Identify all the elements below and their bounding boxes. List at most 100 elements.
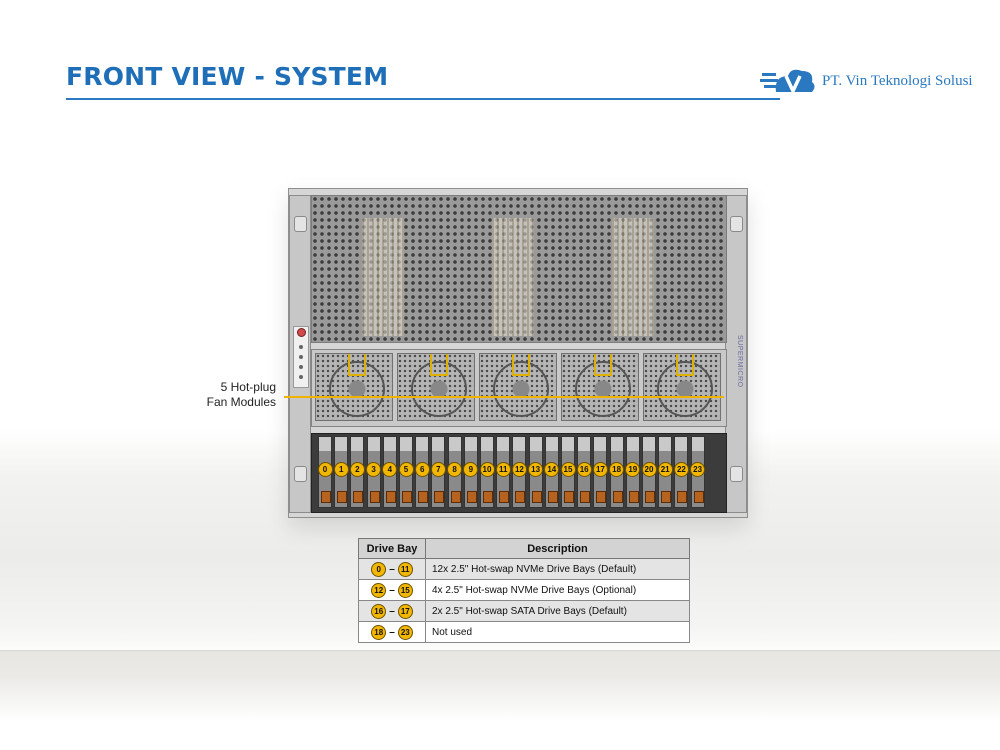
control-panel (293, 326, 309, 388)
fan-module-row (311, 349, 727, 427)
status-led (299, 365, 303, 369)
bay-description: 2x 2.5" Hot-swap SATA Drive Bays (Defaul… (425, 600, 690, 622)
left-rack-ear (289, 195, 311, 513)
brand-name: PT. Vin Teknologi Solusi (822, 73, 973, 89)
drive-release-tab[interactable] (353, 491, 364, 503)
fan-icon (575, 361, 631, 417)
drive-bay-number: 1 (333, 462, 349, 477)
drive-bay-number: 15 (560, 462, 576, 477)
fan-module[interactable] (479, 353, 557, 421)
bay-badge: 15 (397, 582, 413, 598)
drive-release-tab[interactable] (466, 491, 477, 503)
fan-handle[interactable] (676, 354, 694, 376)
drive-release-tab[interactable] (531, 491, 542, 503)
fan-icon (657, 361, 713, 417)
drive-bay-number: 3 (366, 462, 382, 477)
fan-module[interactable] (397, 353, 475, 421)
fan-handle[interactable] (348, 354, 366, 376)
status-led (299, 345, 303, 349)
drive-bay-number: 16 (576, 462, 592, 477)
drive-release-tab[interactable] (693, 491, 704, 503)
drive-bay-number: 14 (544, 462, 560, 477)
drive-release-tab[interactable] (450, 491, 461, 503)
drive-bay-number: 22 (673, 462, 689, 477)
drive-bay-number: 0 (317, 462, 333, 477)
drive-bay-number: 11 (495, 462, 511, 477)
drive-bay-number: 13 (528, 462, 544, 477)
bay-badge: 16 (371, 603, 387, 619)
stage-floor (0, 650, 1000, 721)
page-title: FRONT VIEW - SYSTEM (66, 62, 389, 91)
drive-release-tab[interactable] (369, 491, 380, 503)
fan-handle[interactable] (430, 354, 448, 376)
fan-handle[interactable] (594, 354, 612, 376)
right-rack-ear: SUPERMICRO (725, 195, 747, 513)
column-header-drive-bay: Drive Bay (358, 538, 426, 559)
bay-badge: 17 (397, 603, 413, 619)
power-button[interactable] (297, 328, 306, 337)
table-row: 18–23 Not used (358, 621, 690, 643)
thumbscrew-icon (294, 216, 307, 232)
drive-release-tab[interactable] (483, 491, 493, 503)
bay-description: 12x 2.5" Hot-swap NVMe Drive Bays (Defau… (425, 558, 690, 580)
drive-bay-number: 17 (592, 462, 608, 477)
fan-callout-line-1: 5 Hot-plug (220, 380, 276, 394)
fan-callout-label: 5 Hot-plug Fan Modules (192, 380, 276, 410)
bay-badge: 18 (371, 624, 387, 640)
gpu-riser (492, 218, 534, 336)
drive-bay-number: 20 (641, 462, 657, 477)
drive-release-tab[interactable] (515, 491, 526, 503)
table-header-row: Drive Bay Description (358, 538, 690, 559)
drive-release-tab[interactable] (547, 491, 558, 503)
thumbscrew-icon (294, 466, 307, 482)
drive-bay-number: 7 (430, 462, 446, 477)
drive-release-tab[interactable] (677, 491, 688, 503)
drive-release-tab[interactable] (434, 491, 445, 503)
status-led (299, 375, 303, 379)
bay-range: 12–15 (358, 579, 426, 601)
gpu-riser (362, 218, 404, 336)
gpu-vent-grille (311, 195, 727, 343)
bay-range: 16–17 (358, 600, 426, 622)
drive-release-tab[interactable] (385, 491, 396, 503)
thumbscrew-icon (730, 216, 743, 232)
fan-icon (411, 361, 467, 417)
bay-range: 18–23 (358, 621, 426, 643)
table-row: 16–17 2x 2.5" Hot-swap SATA Drive Bays (… (358, 600, 690, 622)
bay-badge: 23 (397, 624, 413, 640)
drive-release-tab[interactable] (402, 491, 412, 503)
drive-release-tab[interactable] (612, 491, 623, 503)
fan-module[interactable] (561, 353, 639, 421)
fan-module[interactable] (643, 353, 721, 421)
cloud-v-logo-icon (760, 69, 815, 96)
column-header-description: Description (425, 538, 690, 559)
drive-release-tab[interactable] (628, 491, 639, 503)
table-row: 0–11 12x 2.5" Hot-swap NVMe Drive Bays (… (358, 558, 690, 580)
fan-module[interactable] (315, 353, 393, 421)
drive-release-tab[interactable] (596, 491, 607, 503)
drive-release-tab[interactable] (645, 491, 655, 503)
drive-release-tab[interactable] (337, 491, 348, 503)
table-row: 12–15 4x 2.5" Hot-swap NVMe Drive Bays (… (358, 579, 690, 601)
drive-bay-number: 21 (657, 462, 673, 477)
drive-release-tab[interactable] (499, 491, 510, 503)
drive-release-tab[interactable] (418, 491, 429, 503)
drive-release-tab[interactable] (580, 491, 591, 503)
drive-bay-number: 9 (463, 462, 479, 477)
drive-release-tab[interactable] (564, 491, 574, 503)
drive-release-tab[interactable] (661, 491, 672, 503)
drive-release-tab[interactable] (321, 491, 331, 503)
fan-handle[interactable] (512, 354, 530, 376)
bay-range: 0–11 (358, 558, 426, 580)
drive-bay-number: 2 (349, 462, 365, 477)
bay-badge: 12 (371, 582, 387, 598)
vendor-label: SUPERMICRO (736, 334, 743, 388)
drive-bay-number: 8 (447, 462, 463, 477)
fan-callout-line-2: Fan Modules (206, 395, 276, 409)
drive-bay-number: 5 (398, 462, 414, 477)
drive-bay-number: 19 (625, 462, 641, 477)
status-led (299, 355, 303, 359)
drive-bay-number: 12 (511, 462, 527, 477)
